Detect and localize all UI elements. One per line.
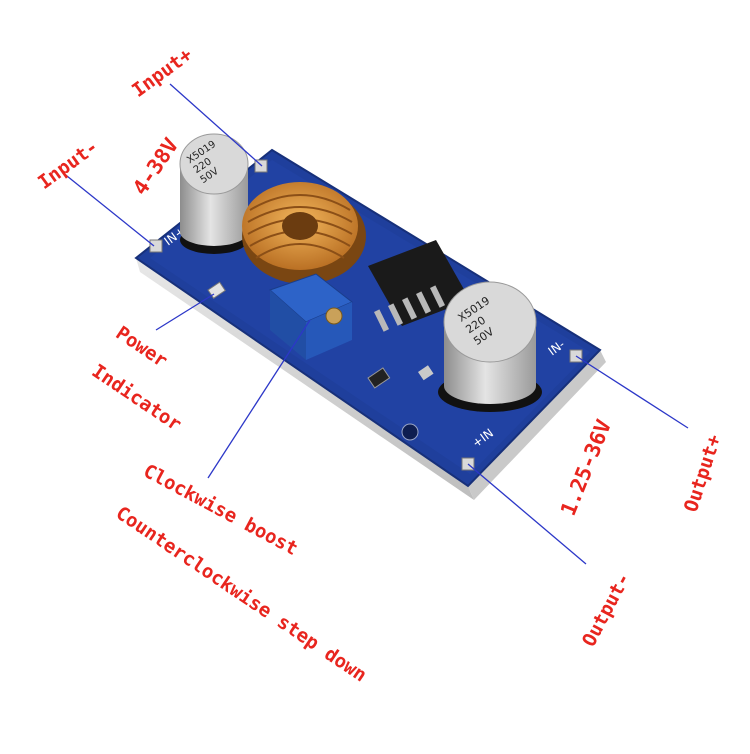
leader-output-plus [575, 355, 689, 429]
pcb-edge [136, 258, 474, 500]
leader-lines [61, 83, 689, 565]
ic-pins [374, 285, 446, 332]
potentiometer-screw [325, 307, 343, 325]
leader-output-minus [467, 463, 587, 565]
input-capacitor-top [179, 133, 249, 195]
leader-input-minus [61, 171, 155, 247]
smd-component [367, 367, 391, 389]
power-led [207, 281, 226, 299]
leader-power [155, 293, 215, 331]
coil-center [282, 212, 318, 240]
mount-hole [401, 423, 419, 441]
pcb-edge-right [468, 350, 606, 500]
leader-input-plus [169, 83, 263, 167]
leader-pot [207, 319, 311, 479]
output-capacitor-top [443, 281, 537, 363]
smd-resistor [417, 365, 434, 381]
pad-input-minus [149, 239, 163, 253]
potentiometer-side [270, 290, 306, 360]
